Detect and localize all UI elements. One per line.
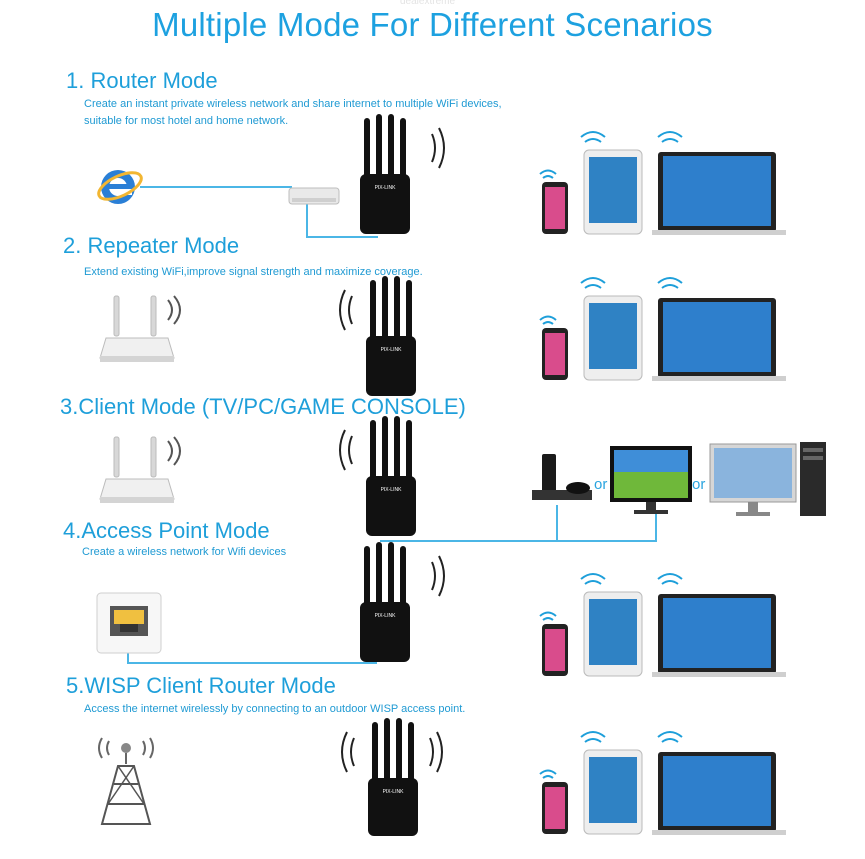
wifi-extender-device-wisp-mode: PIX-LINK [341, 718, 443, 836]
router-wire-ie-switch [140, 186, 292, 188]
mode-2-title: 2. Repeater Mode [63, 233, 240, 258]
mode-4-title: 4.Access Point Mode [63, 518, 270, 543]
wifi-extender-device-client-mode: PIX-LINK [339, 416, 416, 536]
wifi-router-icon [99, 295, 181, 362]
client-devices-group-ap-mode [539, 573, 786, 677]
ethernet-port-icon [96, 592, 162, 654]
svg-text:PIX-LINK: PIX-LINK [375, 613, 397, 619]
page-title: Multiple Mode For Different Scenarios [152, 6, 713, 43]
svg-text:PIX-LINK: PIX-LINK [375, 185, 397, 191]
wisp-tower-icon [98, 737, 154, 825]
svg-text:PIX-LINK: PIX-LINK [381, 347, 403, 353]
mode-1-desc-line-1: Create an instant private wireless netwo… [84, 98, 502, 110]
mode-1-desc-line-2: suitable for most hotel and home network… [84, 115, 289, 127]
client-wire-tv [655, 513, 657, 541]
or-label-1: or [594, 476, 608, 493]
client-devices-group-wisp-mode [539, 731, 786, 835]
ap-wire-horizontal [127, 662, 377, 664]
ap-wire-ethernet-down [127, 652, 129, 664]
internet-explorer-icon [97, 170, 143, 204]
svg-text:PIX-LINK: PIX-LINK [383, 789, 405, 795]
svg-text:PIX-LINK: PIX-LINK [381, 487, 403, 493]
network-switch-icon [288, 187, 340, 205]
watermark: dealextreme [400, 0, 456, 7]
router-wire-to-device [306, 236, 378, 238]
wifi-router-icon [99, 436, 181, 503]
client-wire-horizontal [380, 540, 657, 542]
router-wire-switch-down [306, 204, 308, 238]
mode-5-desc: Access the internet wirelessly by connec… [84, 703, 466, 715]
wifi-extender-device-repeater-mode: PIX-LINK [339, 276, 416, 396]
tv-icon [610, 446, 692, 514]
or-label-2: or [692, 476, 706, 493]
mode-4-desc: Create a wireless network for Wifi devic… [82, 546, 287, 558]
mode-1-title: 1. Router Mode [66, 68, 218, 93]
client-devices-group-repeater-mode [539, 277, 786, 381]
client-devices-group-router-mode [539, 131, 786, 235]
mode-2-desc: Extend existing WiFi,improve signal stre… [84, 266, 423, 278]
desktop-pc-icon [709, 442, 826, 516]
wifi-extender-device-router-mode: PIX-LINK [360, 114, 445, 234]
mode-5-title: 5.WISP Client Router Mode [66, 673, 336, 698]
wifi-extender-device-ap-mode: PIX-LINK [360, 542, 445, 662]
mode-3-title: 3.Client Mode (TV/PC/GAME CONSOLE) [60, 394, 466, 419]
game-console-icon [532, 454, 592, 500]
client-wire-console [556, 505, 558, 541]
